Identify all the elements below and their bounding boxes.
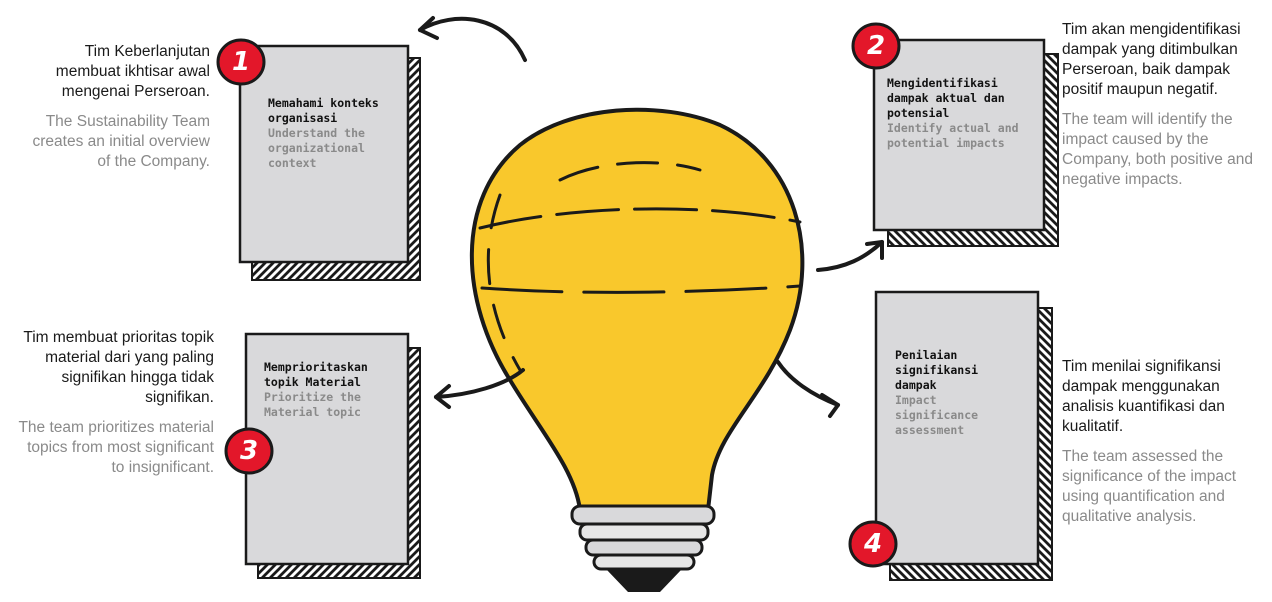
card-3-text: Memprioritaskan topik Material Prioritiz… [264, 360, 406, 420]
step-2-description: Tim akan mengidentifikasi dampak yang di… [1062, 20, 1262, 190]
step-4-description-en: The team assessed the significance of th… [1062, 447, 1270, 527]
arrow-to-step-1 [420, 18, 525, 60]
card-2-title: Mengidentifikasi dampak aktual dan poten… [887, 76, 1039, 121]
card-2-subtitle: Identify actual and potential impacts [887, 121, 1039, 151]
arrow-to-step-2 [818, 242, 882, 270]
step-2-number: 2 [856, 26, 896, 66]
arrow-to-step-4 [778, 362, 838, 416]
step-2-description-id: Tim akan mengidentifikasi dampak yang di… [1062, 20, 1262, 100]
card-1-subtitle: Understand the organizational context [268, 126, 402, 171]
card-3-subtitle: Prioritize the Material topic [264, 390, 406, 420]
step-4-description-id: Tim menilai signifikansi dampak mengguna… [1062, 357, 1270, 437]
step-1-description: Tim Keberlanjutan membuat ikhtisar awal … [20, 42, 210, 172]
card-4-text: Penilaian signifikansi dampak Impact sig… [895, 348, 1023, 438]
card-1-text: Memahami konteks organisasi Understand t… [268, 96, 402, 171]
step-4-description: Tim menilai signifikansi dampak mengguna… [1062, 357, 1270, 527]
card-3-title: Memprioritaskan topik Material [264, 360, 406, 390]
step-3-description: Tim membuat prioritas topik material dar… [12, 328, 214, 478]
step-2-description-en: The team will identify the impact caused… [1062, 110, 1262, 190]
card-2-text: Mengidentifikasi dampak aktual dan poten… [887, 76, 1039, 151]
card-4-title: Penilaian signifikansi dampak [895, 348, 1023, 393]
step-3-number: 3 [229, 431, 269, 471]
step-1-description-en: The Sustainability Team creates an initi… [20, 112, 210, 172]
step-3-description-id: Tim membuat prioritas topik material dar… [12, 328, 214, 408]
step-1-number: 1 [221, 42, 261, 82]
step-1-description-id: Tim Keberlanjutan membuat ikhtisar awal … [20, 42, 210, 102]
step-3-description-en: The team prioritizes material topics fro… [12, 418, 214, 478]
card-4-subtitle: Impact significance assessment [895, 393, 1023, 438]
step-4-number: 4 [853, 524, 893, 564]
card-1-title: Memahami konteks organisasi [268, 96, 402, 126]
lightbulb-icon [472, 110, 803, 592]
